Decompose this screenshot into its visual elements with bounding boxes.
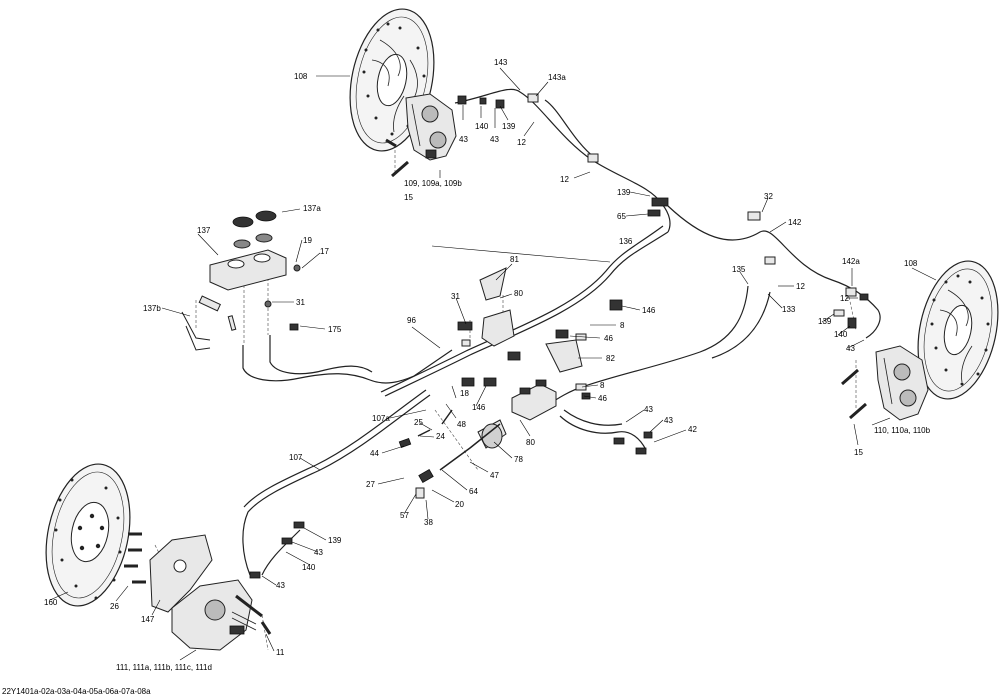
- front-right-brake-disc: [917, 260, 999, 400]
- callout-143-front-left-hose: 143: [494, 58, 508, 67]
- callout-143a-hose-clip: 143a: [548, 73, 566, 82]
- callout-19: 19: [303, 236, 312, 245]
- callout-18: 18: [460, 389, 469, 398]
- callout-81-cover: 81: [510, 255, 519, 264]
- callout-136-brake-line: 136: [619, 237, 633, 246]
- callout-43-washer-6: 43: [314, 548, 323, 557]
- reservoir-assembly: [181, 210, 301, 351]
- front-left-caliper: [405, 93, 457, 161]
- callout-47: 47: [490, 471, 499, 480]
- callout-43-washer-4: 43: [644, 405, 653, 414]
- small-parts: [124, 93, 869, 635]
- callout-65-junction: 65: [617, 212, 626, 221]
- callout-137-reservoir: 137: [197, 226, 211, 235]
- callout-139-bleeder-2: 139: [617, 188, 631, 197]
- callout-82-support: 82: [606, 354, 615, 363]
- callout-57: 57: [400, 511, 409, 520]
- rear-brake-disc: [45, 463, 131, 607]
- callout-17: 17: [320, 247, 329, 256]
- front-right-caliper: [875, 345, 929, 421]
- callout-12-clip-4: 12: [840, 294, 849, 303]
- callout-146-clip-2: 146: [472, 403, 486, 412]
- callout-15-front-right-bolt: 15: [854, 448, 863, 457]
- callout-43-banjo-washer-3: 43: [846, 344, 855, 353]
- callout-12-clip-2: 12: [560, 175, 569, 184]
- callout-44: 44: [370, 449, 379, 458]
- callout-146-clip: 146: [642, 306, 656, 315]
- callout-leader-lines: [49, 67, 937, 661]
- callout-46-nut-2: 46: [598, 394, 607, 403]
- callout-31-clamp: 31: [296, 298, 305, 307]
- callout-43-banjo-washer-2: 43: [490, 135, 499, 144]
- callout-48: 48: [457, 420, 466, 429]
- callout-137b-reservoir-bracket: 137b: [143, 304, 161, 313]
- callout-43-washer-7: 43: [276, 581, 285, 590]
- callout-160-rear-disc: 160: [44, 598, 58, 607]
- callout-142a-hose-clip: 142a: [842, 257, 860, 266]
- callout-135-brake-line: 135: [732, 265, 746, 274]
- callout-32-tie: 32: [764, 192, 773, 201]
- callout-139-bleeder: 139: [502, 122, 516, 131]
- callout-107-rear-brake-line: 107: [289, 453, 303, 462]
- callout-15-front-left-bolt: 15: [404, 193, 413, 202]
- callout-139-bleeder-4: 139: [328, 536, 342, 545]
- callout-12-clip-3: 12: [796, 282, 805, 291]
- callout-46-nut: 46: [604, 334, 613, 343]
- diagram-reference-code: 22Y1401a-02a-03a-04a-05a-06a-07a-08a: [2, 687, 151, 696]
- callout-11-bolt: 11: [276, 648, 285, 657]
- callout-142-front-right-hose: 142: [788, 218, 802, 227]
- callout-43-banjo-washer: 43: [459, 135, 468, 144]
- callout-31-clamp-2: 31: [451, 292, 460, 301]
- callout-133-brake-line: 133: [782, 305, 796, 314]
- brake-lines: [242, 88, 881, 576]
- callout-140-banjo-bolt: 140: [475, 122, 489, 131]
- callout-175: 175: [328, 325, 342, 334]
- rear-caliper-assembly: [149, 534, 263, 651]
- callout-137a-reservoir-cap: 137a: [303, 204, 321, 213]
- callout-42: 42: [688, 425, 697, 434]
- callout-20: 20: [455, 500, 464, 509]
- callout-108-front-left-disc: 108: [294, 72, 308, 81]
- callout-109-front-left-caliper: 109, 109a, 109b: [404, 179, 462, 188]
- callout-24: 24: [436, 432, 445, 441]
- callout-64-pushrod: 64: [469, 487, 478, 496]
- callout-111-rear-caliper: 111, 111a, 111b, 111c, 111d: [116, 663, 212, 672]
- callout-labels: 108 109, 109a, 109b 15 43 140 43 139 143…: [44, 58, 931, 672]
- callout-38: 38: [424, 518, 433, 527]
- callout-43-washer-5: 43: [664, 416, 673, 425]
- callout-107a-clip: 107a: [372, 414, 390, 423]
- callout-8-bolt-2: 8: [600, 381, 605, 390]
- callout-139-bleeder-3: 139: [818, 317, 832, 326]
- callout-110-front-right-caliper: 110, 110a, 110b: [874, 426, 931, 435]
- master-cylinder: [398, 339, 583, 484]
- callout-140-banjo-bolt-2: 140: [834, 330, 848, 339]
- callout-26-disc-bolt: 26: [110, 602, 119, 611]
- callout-27: 27: [366, 480, 375, 489]
- callout-96-reservoir-hose: 96: [407, 316, 416, 325]
- callout-140-banjo-bolt-3: 140: [302, 563, 316, 572]
- callout-108-front-right-disc: 108: [904, 259, 918, 268]
- callout-147-caliper-bracket: 147: [141, 615, 155, 624]
- callout-80-master-cylinder: 80: [526, 438, 535, 447]
- callout-8-bolt: 8: [620, 321, 625, 330]
- callout-78-boot: 78: [514, 455, 523, 464]
- callout-12-clip: 12: [517, 138, 526, 147]
- callout-80-bracket: 80: [514, 289, 523, 298]
- callout-25: 25: [414, 418, 423, 427]
